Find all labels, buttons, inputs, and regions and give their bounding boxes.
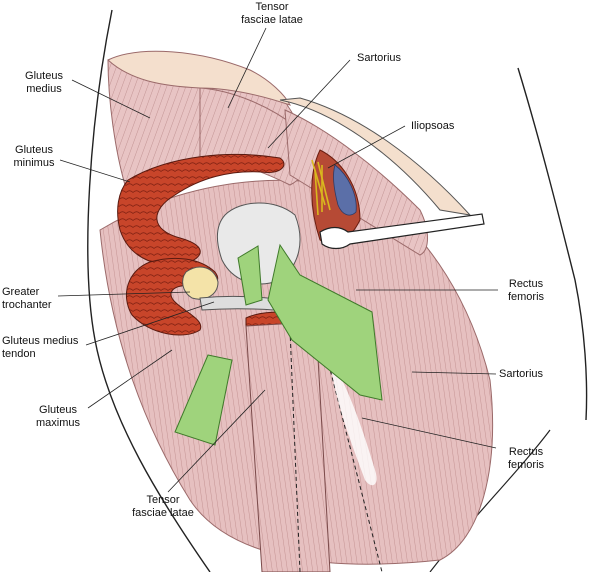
femoral-vessel: [333, 164, 357, 216]
label-tensor-fasciae-latae-bottom: Tensor fasciae latae: [132, 494, 194, 519]
label-gluteus-medius-tendon: Gluteus medius tendon: [2, 335, 79, 360]
body-outline-left: [87, 9, 211, 572]
green-arrow-icon: [174, 243, 383, 446]
leader-gluteus-maximus: [87, 349, 173, 409]
leader-sartorius-right: [411, 371, 497, 375]
fascia-right: [279, 97, 472, 216]
leader-greater-trochanter: [57, 291, 191, 297]
label-sartorius-right: Sartorius: [499, 368, 544, 380]
gluteus-minimus-cut: [117, 154, 285, 266]
body-outline-right: [517, 67, 588, 421]
label-tensor-fasciae-latae-top: Tensor fasciae latae: [241, 1, 303, 26]
rectus-tendon-sheen: [330, 360, 377, 486]
leader-gluteus-medius-tendon: [85, 301, 215, 346]
fascia-lata-strip: [107, 50, 291, 106]
label-gluteus-medius: Gluteus medius: [25, 70, 63, 95]
label-rectus-femoris-top: Rectus femoris: [507, 278, 545, 303]
greater-trochanter: [182, 266, 219, 300]
label-greater-trochanter: Greater trochanter: [2, 286, 52, 311]
leader-gluteus-minimus: [59, 159, 131, 183]
label-rectus-femoris-bottom: Rectus femoris: [507, 446, 545, 471]
leader-sartorius-top: [267, 59, 351, 149]
leader-iliopsoas: [327, 125, 406, 169]
label-iliopsoas: Iliopsoas: [411, 120, 455, 132]
femoral-nerve: [311, 159, 331, 216]
label-sartorius-top: Sartorius: [357, 52, 402, 64]
label-gluteus-minimus: Gluteus minimus: [13, 144, 55, 169]
label-gluteus-maximus: Gluteus maximus: [35, 404, 80, 429]
retractor-icon: [319, 213, 485, 250]
leader-tfl-bottom: [167, 389, 266, 493]
leader-tfl-top: [227, 27, 267, 109]
leader-gluteus-medius: [71, 79, 151, 119]
leader-rectus-bottom: [361, 417, 497, 449]
